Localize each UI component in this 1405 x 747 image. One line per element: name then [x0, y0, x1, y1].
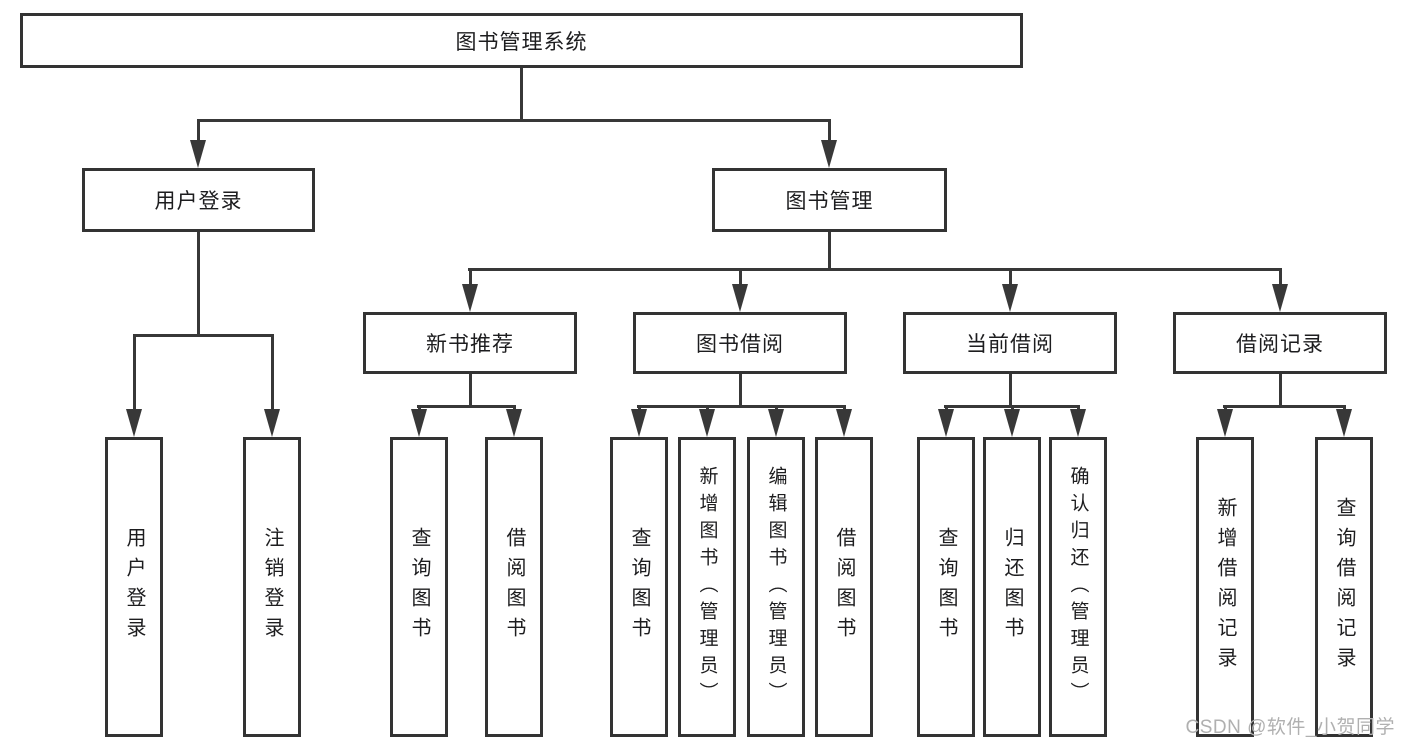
- leaf-add-borrow-record: 新增借阅记录: [1196, 437, 1254, 737]
- node-label: 当前借阅: [966, 333, 1054, 356]
- connector-line: [197, 232, 200, 336]
- connector-line: [739, 374, 742, 407]
- connector-line: [469, 374, 472, 407]
- arrow-down-icon: [1070, 409, 1086, 437]
- leaf-confirm-return-admin: 确认归还（管理员）: [1049, 437, 1107, 737]
- node-label: 查询图书: [628, 527, 650, 647]
- connector-line: [1009, 374, 1012, 407]
- node-label: 图书管理: [785, 190, 874, 213]
- connector-line: [1009, 270, 1012, 286]
- leaf-borrow-books-borrowing: 借阅图书: [815, 437, 873, 737]
- arrow-down-icon: [1217, 409, 1233, 437]
- node-label: 归还图书: [1001, 527, 1023, 647]
- connector-line: [1279, 270, 1282, 286]
- connector-line: [1223, 405, 1346, 408]
- arrow-down-icon: [264, 409, 280, 437]
- node-label: 用户登录: [154, 190, 243, 213]
- connector-line: [520, 68, 523, 121]
- node-label: 借阅记录: [1236, 333, 1324, 356]
- node-label: 查询图书: [935, 527, 957, 647]
- leaf-query-books-borrowing: 查询图书: [610, 437, 668, 737]
- node-book-management: 图书管理: [712, 168, 947, 232]
- connector-line: [417, 405, 516, 408]
- node-label: 新增图书（管理员）: [696, 465, 718, 709]
- node-label: 编辑图书（管理员）: [765, 465, 787, 709]
- connector-line: [469, 270, 472, 286]
- node-label: 图书管理系统: [455, 30, 588, 54]
- arrow-down-icon: [821, 140, 837, 168]
- node-new-book-recommendation: 新书推荐: [363, 312, 577, 374]
- node-label: 查询借阅记录: [1333, 497, 1355, 677]
- node-label: 借阅图书: [833, 527, 855, 647]
- leaf-return-books: 归还图书: [983, 437, 1041, 737]
- arrow-down-icon: [506, 409, 522, 437]
- arrow-down-icon: [631, 409, 647, 437]
- connector-line: [197, 119, 200, 143]
- leaf-edit-book-admin: 编辑图书（管理员）: [747, 437, 805, 737]
- watermark: CSDN @软件_小贺同学: [1185, 717, 1395, 738]
- arrow-down-icon: [190, 140, 206, 168]
- connector-line: [1279, 374, 1282, 407]
- arrow-down-icon: [1004, 409, 1020, 437]
- leaf-query-books-current: 查询图书: [917, 437, 975, 737]
- connector-line: [828, 119, 831, 143]
- node-library-system: 图书管理系统: [20, 13, 1023, 68]
- connector-line: [739, 270, 742, 286]
- node-user-login: 用户登录: [82, 168, 315, 232]
- connector-line: [468, 268, 1282, 271]
- leaf-add-book-admin: 新增图书（管理员）: [678, 437, 736, 737]
- connector-line: [197, 119, 831, 122]
- node-borrowing-records: 借阅记录: [1173, 312, 1387, 374]
- node-label: 图书借阅: [696, 333, 784, 356]
- arrow-down-icon: [768, 409, 784, 437]
- arrow-down-icon: [732, 284, 748, 312]
- node-label: 查询图书: [408, 527, 430, 647]
- connector-line: [944, 405, 1080, 408]
- leaf-query-books-recommend: 查询图书: [390, 437, 448, 737]
- node-label: 注销登录: [261, 527, 283, 647]
- leaf-query-borrow-record: 查询借阅记录: [1315, 437, 1373, 737]
- node-label: 用户登录: [123, 527, 145, 647]
- arrow-down-icon: [938, 409, 954, 437]
- arrow-down-icon: [836, 409, 852, 437]
- connector-line: [271, 336, 274, 412]
- arrow-down-icon: [411, 409, 427, 437]
- node-label: 新书推荐: [426, 333, 514, 356]
- connector-line: [637, 405, 846, 408]
- arrow-down-icon: [462, 284, 478, 312]
- connector-line: [133, 336, 136, 412]
- node-label: 确认归还（管理员）: [1067, 465, 1089, 709]
- node-label: 新增借阅记录: [1214, 497, 1236, 677]
- arrow-down-icon: [1336, 409, 1352, 437]
- arrow-down-icon: [126, 409, 142, 437]
- node-book-borrowing: 图书借阅: [633, 312, 847, 374]
- arrow-down-icon: [1002, 284, 1018, 312]
- connector-line: [828, 232, 831, 270]
- connector-line: [133, 334, 274, 337]
- leaf-user-login: 用户登录: [105, 437, 163, 737]
- leaf-borrow-books-recommend: 借阅图书: [485, 437, 543, 737]
- arrow-down-icon: [699, 409, 715, 437]
- leaf-logout-login: 注销登录: [243, 437, 301, 737]
- node-current-borrowing: 当前借阅: [903, 312, 1117, 374]
- node-label: 借阅图书: [503, 527, 525, 647]
- arrow-down-icon: [1272, 284, 1288, 312]
